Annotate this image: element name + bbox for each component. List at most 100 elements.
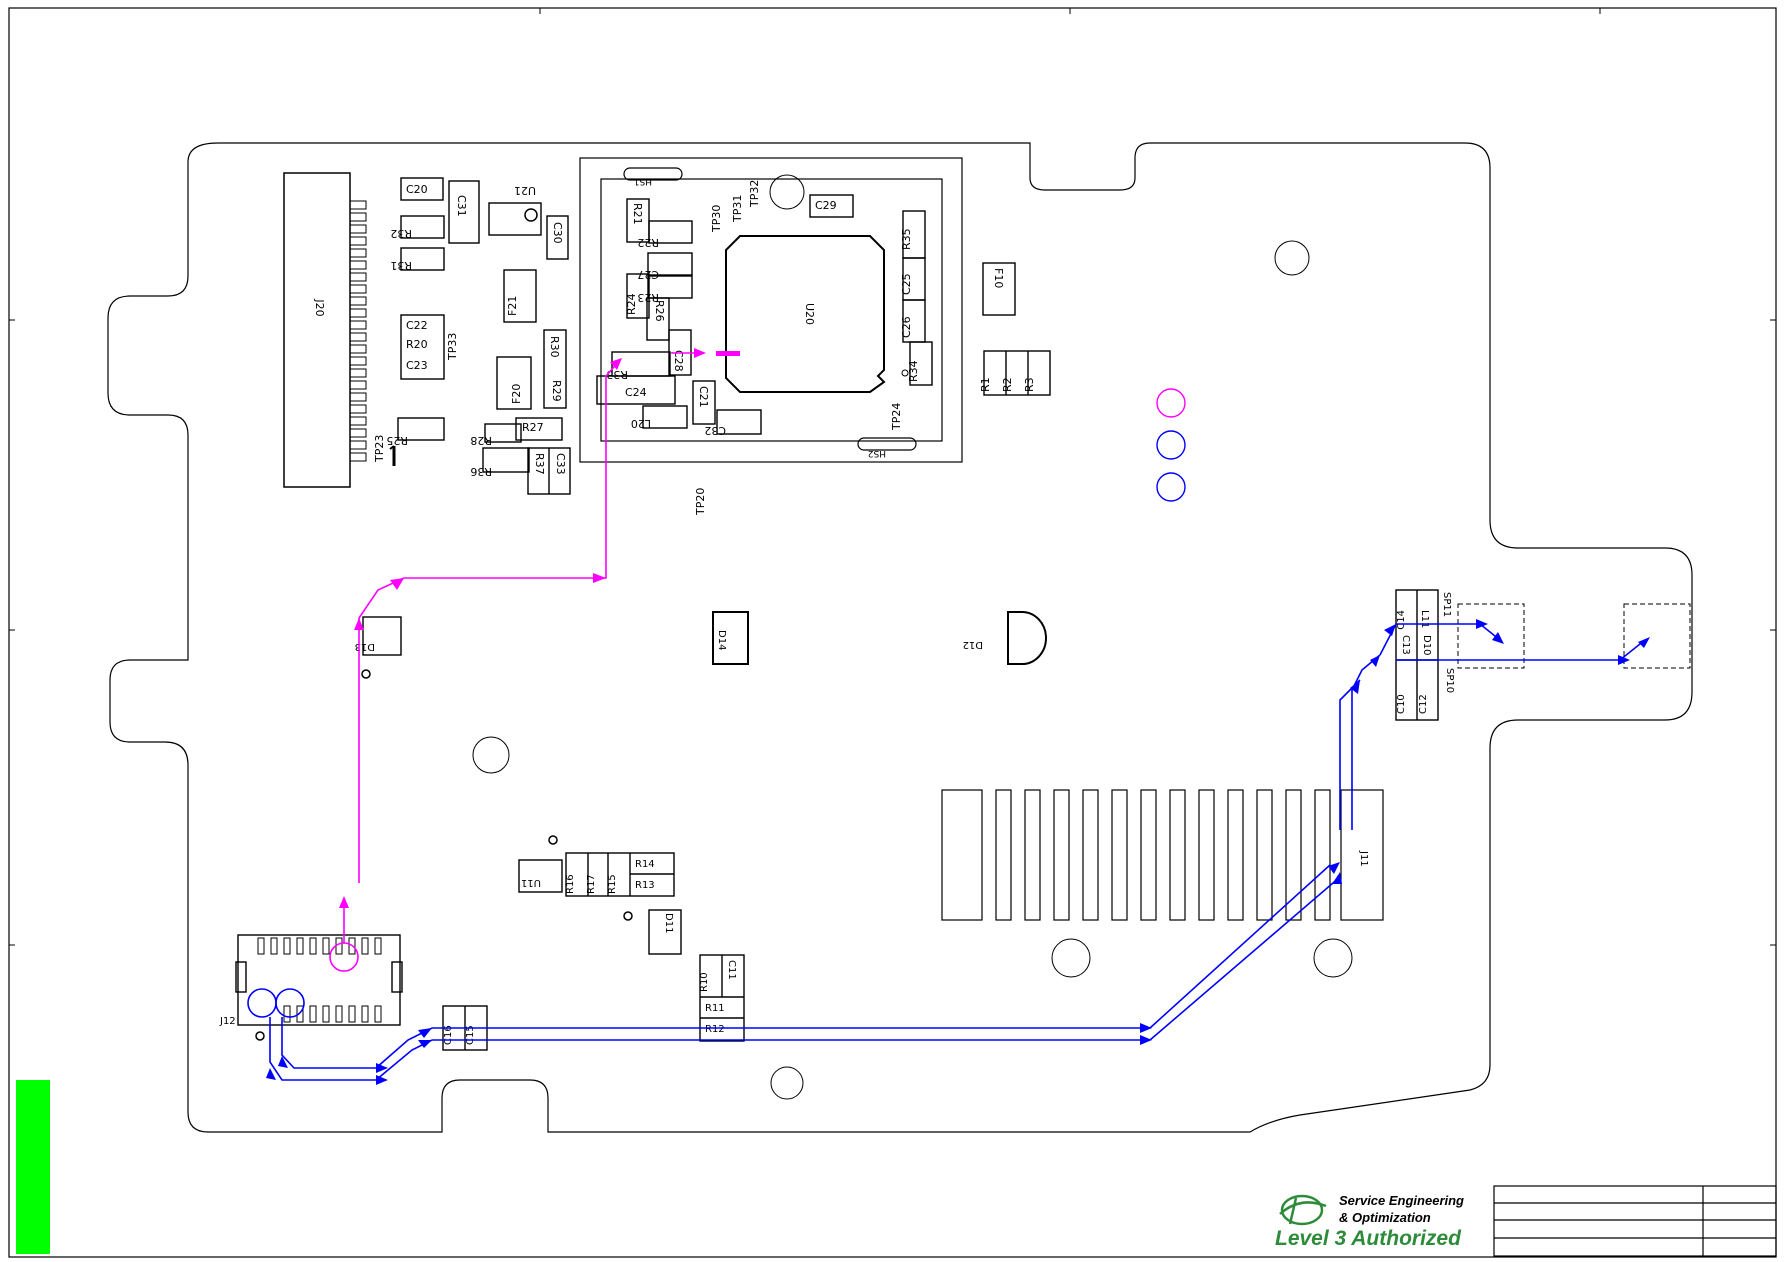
label-c33: C33 (554, 453, 567, 475)
d11-pin-mark (623, 911, 633, 921)
logo-line-1: Service Engineering (1339, 1193, 1464, 1208)
u20-pin-mark (901, 369, 909, 377)
label-c22: C22 (406, 319, 428, 332)
label-c11: C11 (726, 960, 737, 980)
label-c31: C31 (455, 195, 468, 217)
label-tp31: TP31 (731, 195, 744, 223)
label-c21: C21 (697, 386, 710, 408)
trace-blue-arrows (266, 619, 1650, 1085)
label-r34: R34 (907, 360, 920, 382)
r1-r3-labels: R1 R2 R3 (979, 377, 1036, 392)
u21-pin1-mark (524, 208, 538, 222)
label-tp33: TP33 (446, 333, 459, 361)
diode-d14 (712, 611, 749, 665)
label-r25: R25 (386, 434, 408, 447)
mounting-holes (472, 174, 1353, 1100)
label-j20: J20 (313, 298, 326, 316)
label-c26: C26 (900, 316, 913, 338)
label-r30: R30 (548, 336, 561, 358)
label-hs1: HS1 (634, 176, 652, 186)
label-r29: R29 (550, 380, 563, 402)
label-u11: U11 (521, 877, 541, 888)
right-upper-component-boxes (982, 262, 1051, 396)
label-f10: F10 (992, 268, 1005, 288)
label-d11: D11 (663, 913, 674, 933)
label-c20: C20 (406, 183, 428, 196)
label-hs2: HS2 (868, 448, 886, 458)
globe-icon (1279, 1194, 1327, 1226)
label-c30: C30 (551, 222, 564, 244)
test-point-magenta (1156, 388, 1186, 418)
logo-line-2: & Optimization (1339, 1210, 1431, 1225)
label-r2: R2 (1001, 377, 1014, 392)
label-d14: D14 (716, 630, 727, 650)
test-point-blue-2 (1156, 472, 1186, 502)
status-bar-green (16, 1080, 50, 1254)
tp23-mark-b (389, 445, 395, 450)
label-d12: D12 (963, 639, 983, 650)
label-r21: R21 (631, 203, 644, 225)
label-r13: R13 (635, 880, 655, 891)
label-f20: F20 (510, 384, 523, 404)
label-l20: L20 (631, 417, 651, 430)
label-r3: R3 (1023, 377, 1036, 392)
sheet-border (8, 7, 1777, 1258)
label-tp20: TP20 (694, 488, 707, 516)
label-tp32: TP32 (748, 180, 761, 208)
label-r20: R20 (406, 338, 428, 351)
label-c28: C28 (672, 350, 685, 372)
label-c27: C27 (637, 268, 659, 281)
left-component-boxes (397, 177, 571, 495)
right-cluster-labels: C14 L11 SP11 C13 D10 SP10 C10 C12 (1396, 592, 1455, 714)
shield-component-labels: R21 R22 TP30 TP31 TP32 C29 R35 C27 R23 R… (606, 180, 1005, 516)
label-c29: C29 (815, 199, 837, 212)
trace-blue (247, 623, 1646, 1081)
label-c15: C15 (465, 1025, 476, 1045)
label-tp30: TP30 (710, 205, 723, 233)
label-tp23: TP23 (373, 435, 386, 463)
shield-frame (579, 157, 963, 463)
u11-pin-mark-top (548, 835, 558, 845)
shield-component-boxes (596, 194, 933, 435)
u11-cluster-boxes (518, 852, 745, 1042)
label-c25: C25 (900, 273, 913, 295)
label-r36: R36 (470, 465, 492, 478)
label-j11: J11 (1358, 850, 1369, 867)
connector-j12 (235, 934, 403, 1026)
label-r26: R26 (653, 300, 666, 322)
title-block (1493, 1185, 1777, 1257)
label-r27: R27 (522, 421, 544, 434)
label-f21: F21 (506, 296, 519, 316)
label-r12: R12 (705, 1024, 725, 1035)
label-c16: C16 (443, 1025, 454, 1045)
label-r17: R17 (586, 874, 597, 894)
label-r15: R15 (607, 874, 618, 894)
d13-pin-mark (361, 669, 371, 679)
label-r22: R22 (637, 236, 659, 249)
label-c12: C12 (1418, 694, 1429, 714)
label-l11: L11 (1419, 610, 1430, 628)
label-r31: R31 (390, 259, 412, 272)
u11-cluster-labels: U11 R16 R17 R15 R14 R13 D11 R10 C11 R11 … (521, 859, 737, 1035)
left-component-labels: C20 C31 U21 C30 R32 R31 F21 C22 R20 C23 … (373, 183, 567, 478)
label-c13: C13 (1400, 635, 1411, 655)
label-d10: D10 (1421, 635, 1432, 655)
label-c32: C32 (704, 424, 726, 437)
antenna-pads (1457, 603, 1691, 669)
label-r33: R33 (606, 368, 628, 381)
label-u20: U20 (803, 303, 816, 325)
test-point-blue-1 (1156, 430, 1186, 460)
board-outline (107, 142, 1693, 1133)
label-r11: R11 (705, 1003, 725, 1014)
label-d13: D13 (355, 641, 375, 652)
label-c14: C14 (1396, 610, 1407, 630)
label-c24: C24 (625, 386, 647, 399)
label-r28: R28 (470, 434, 492, 447)
logo-line-3: Level 3 Authorized (1275, 1227, 1461, 1250)
connector-j11-fins (941, 789, 1384, 921)
chip-u20 (725, 235, 886, 393)
label-sp11: SP11 (1441, 592, 1452, 617)
label-c23: C23 (406, 359, 428, 372)
diode-d12 (1007, 611, 1047, 665)
